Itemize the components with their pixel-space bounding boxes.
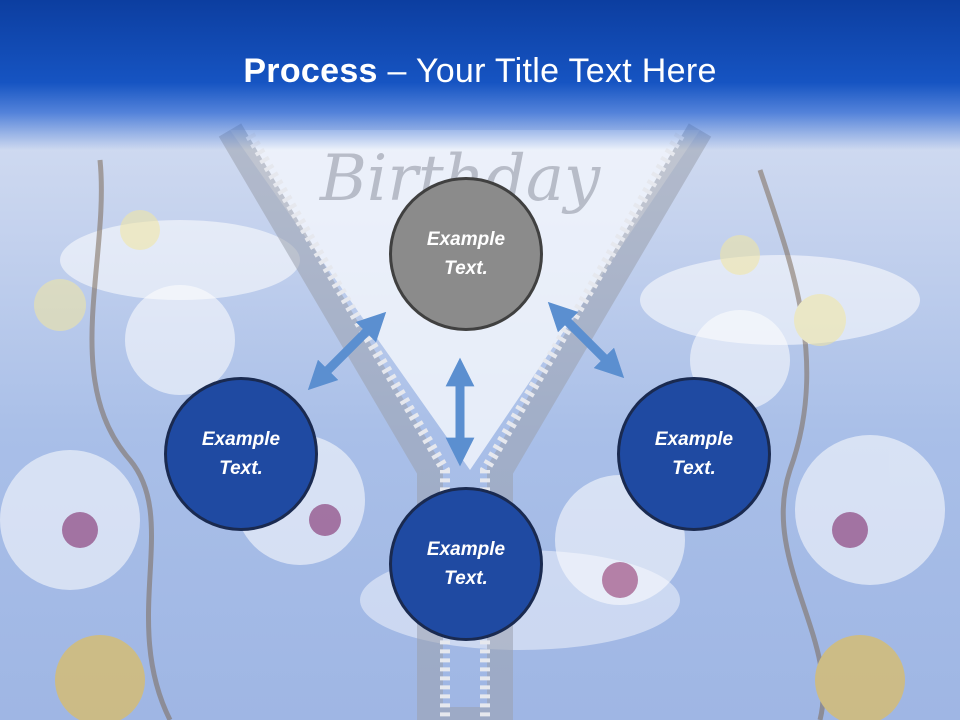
zipper-teeth-left [245, 132, 450, 720]
arrow-left-top [307, 311, 387, 391]
node-right[interactable]: Example Text. [617, 377, 771, 531]
node-top[interactable]: Example Text. [389, 177, 543, 331]
node-left-label: Example Text. [201, 429, 281, 479]
node-left[interactable]: Example Text. [164, 377, 318, 531]
zipper-tape [218, 123, 712, 720]
slide-title[interactable]: Process – Your Title Text Here [0, 52, 960, 91]
node-right-label: Example Text. [654, 429, 734, 479]
arrow-right-top [547, 301, 625, 379]
node-top-label: Example Text. [426, 229, 506, 279]
node-bottom[interactable]: Example Text. [389, 487, 543, 641]
zipper-teeth-right [480, 132, 685, 720]
title-bold: Process [243, 52, 378, 90]
title-rest: – Your Title Text Here [377, 52, 717, 90]
title-bar [0, 0, 960, 150]
node-bottom-label: Example Text. [426, 539, 506, 589]
